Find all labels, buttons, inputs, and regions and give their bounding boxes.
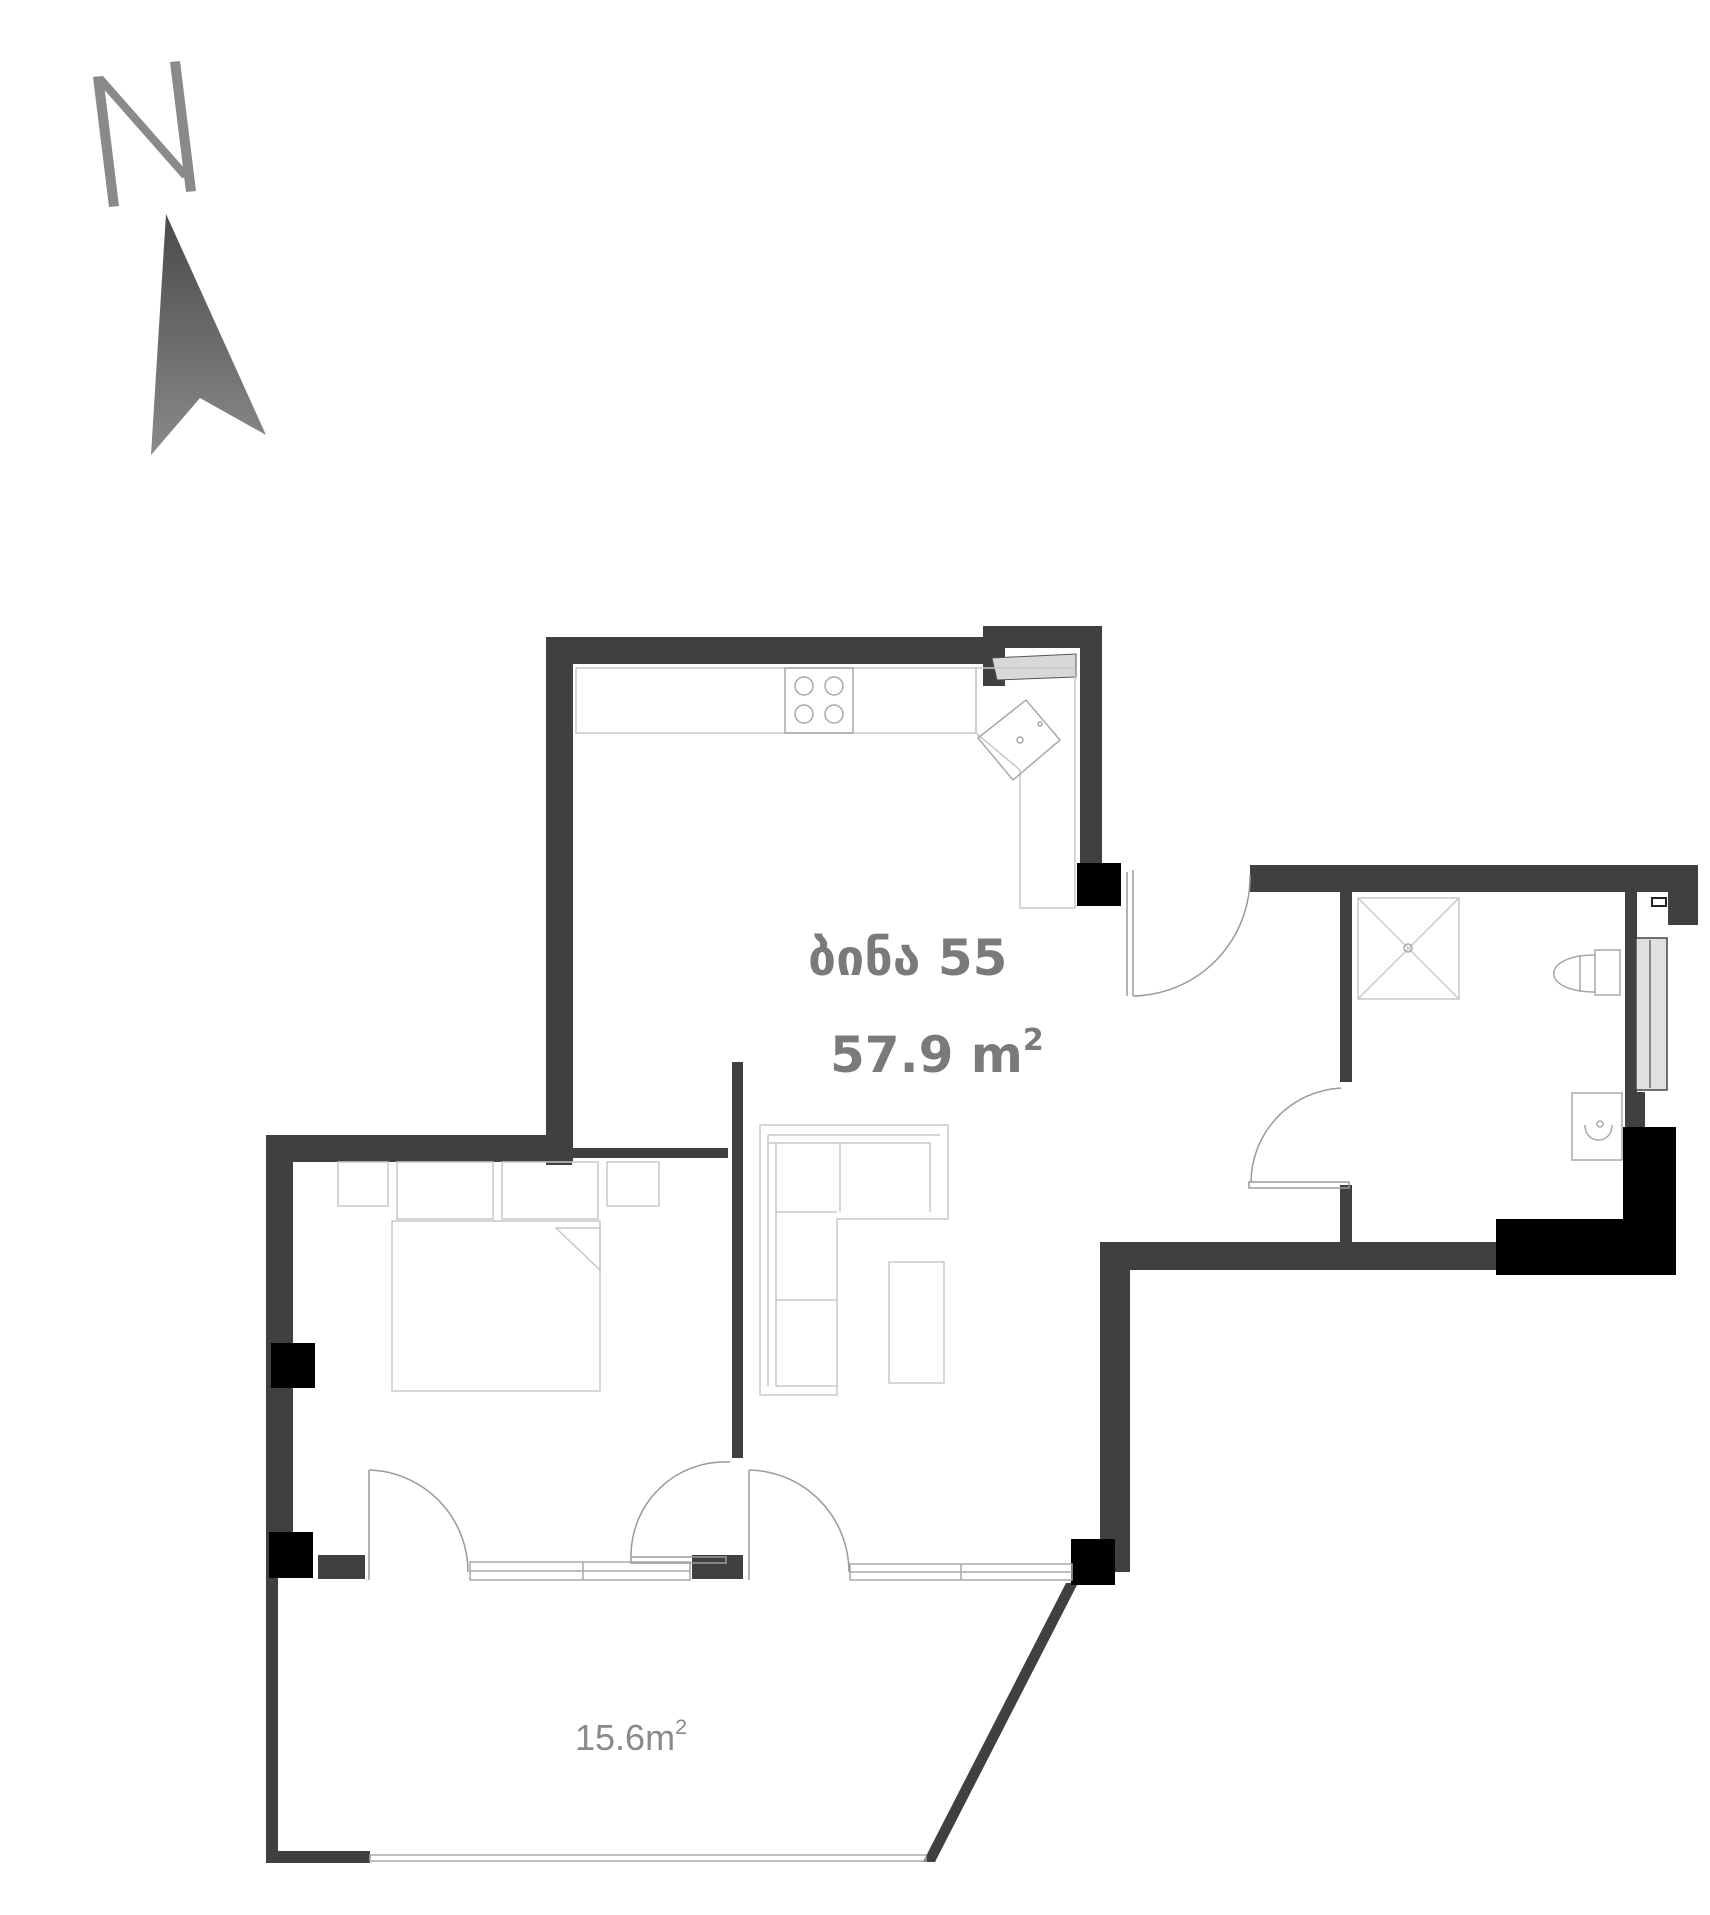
toilet-icon bbox=[1553, 949, 1621, 996]
windows bbox=[369, 1561, 1073, 1862]
north-letter-icon bbox=[93, 61, 196, 207]
apartment-area-value: 57.9 m bbox=[830, 1026, 1023, 1084]
compass bbox=[93, 61, 266, 455]
balcony-area-unit: 2 bbox=[675, 1714, 687, 1739]
balcony-area: 15.6m2 bbox=[575, 1714, 687, 1758]
stove-icon bbox=[784, 667, 854, 734]
north-arrow-icon bbox=[151, 214, 266, 455]
doors bbox=[368, 870, 1350, 1580]
washbasin-icon bbox=[1571, 1092, 1623, 1161]
tv-stand-icon bbox=[888, 1261, 945, 1384]
walls bbox=[266, 626, 1698, 1863]
balcony-area-value: 15.6m bbox=[575, 1717, 675, 1758]
living-furniture bbox=[759, 1124, 949, 1396]
bathroom-furniture bbox=[1357, 897, 1623, 1161]
labels: ბინა 55 57.9 m2 15.6m2 bbox=[575, 929, 1044, 1758]
bed-icon bbox=[391, 1220, 601, 1392]
columns bbox=[269, 863, 1676, 1585]
shower-icon bbox=[1357, 897, 1460, 1000]
shafts bbox=[991, 653, 1668, 1091]
sofa-icon bbox=[759, 1124, 949, 1396]
sink-icon bbox=[976, 698, 1062, 782]
apartment-area-unit: 2 bbox=[1023, 1023, 1044, 1058]
bedroom-furniture bbox=[337, 1161, 660, 1392]
kitchen bbox=[575, 667, 1076, 909]
apartment-name: ბინა 55 bbox=[808, 929, 1007, 987]
apartment-area: 57.9 m2 bbox=[830, 1023, 1044, 1084]
